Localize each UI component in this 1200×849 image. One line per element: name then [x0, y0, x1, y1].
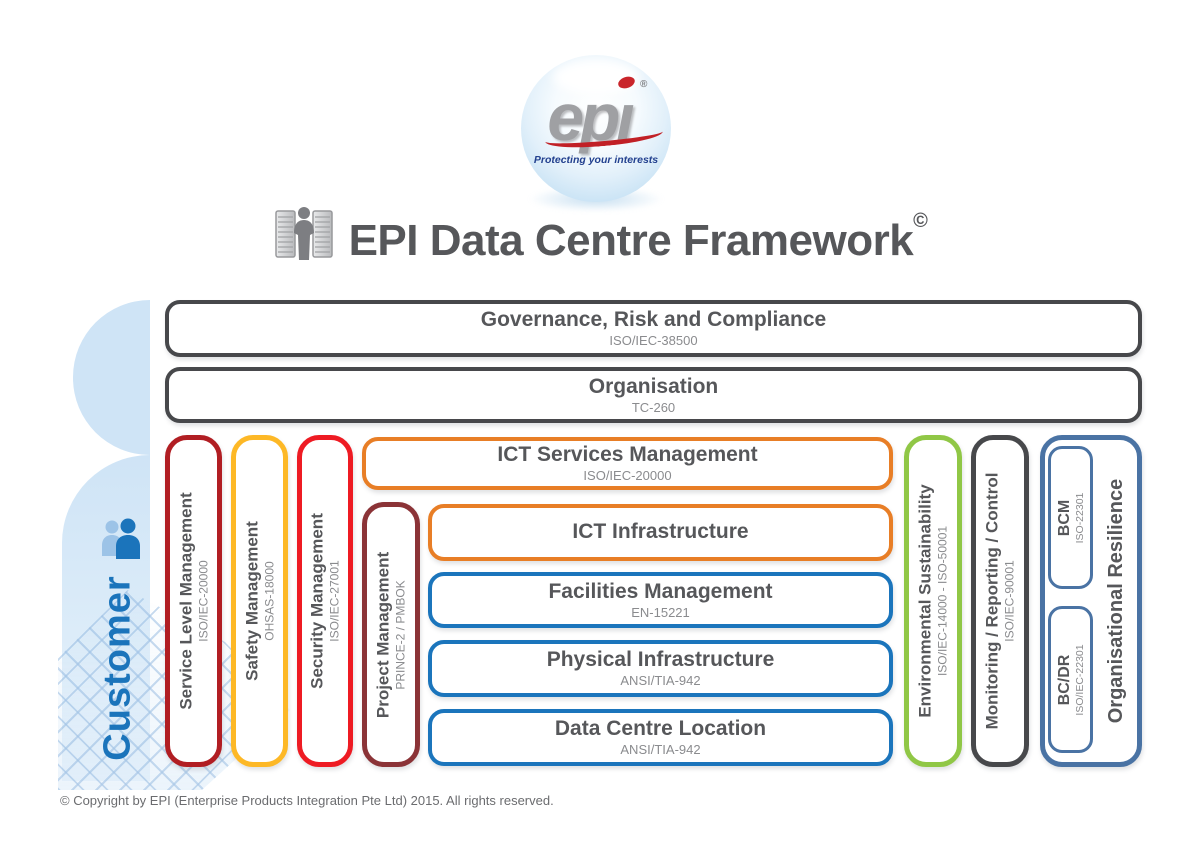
pillar-title: Environmental Sustainability: [915, 484, 935, 718]
pillar-title: Service Level Management: [176, 492, 196, 710]
box-subtitle: TC-260: [631, 399, 676, 415]
vertical-label: Project Management PRINCE-2 / PMBOK: [374, 551, 409, 717]
customer-label: Customer: [96, 575, 139, 761]
box-subtitle: ISO/IEC-38500: [609, 333, 698, 349]
pillar-subtitle: OHSAS-18000: [262, 561, 277, 641]
logo-wordmark: epı: [547, 80, 634, 154]
box-title: Governance, Risk and Compliance: [480, 308, 827, 332]
datacentre-person-icon: [273, 206, 335, 269]
vertical-label: Safety Management OHSAS-18000: [242, 521, 277, 681]
registered-trademark-symbol: ®: [640, 79, 648, 90]
box-bc-dr: BC/DR ISO/IEC-22301: [1048, 606, 1093, 753]
pillar-title: Safety Management: [242, 521, 262, 681]
box-subtitle: ANSI/TIA-942: [620, 673, 701, 689]
decor-half-disc: [73, 300, 150, 455]
box-subtitle: ISO-22301: [1073, 492, 1086, 543]
box-title: BCM: [1055, 499, 1073, 536]
box-organisation: Organisation TC-260: [165, 367, 1142, 423]
pillar-subtitle: PRINCE-2 / PMBOK: [394, 579, 408, 690]
box-subtitle: ISO/IEC-20000: [583, 468, 672, 484]
box-ict-infrastructure: ICT Infrastructure: [428, 504, 893, 561]
pillar-security-management: Security Management ISO/IEC-27001: [297, 435, 353, 767]
pillar-subtitle: ISO/IEC-20000: [196, 560, 211, 642]
pillar-title: Security Management: [307, 513, 327, 689]
box-title: BC/DR: [1055, 654, 1073, 705]
pillar-environmental-sustainability: Environmental Sustainability ISO/IEC-140…: [904, 435, 962, 767]
box-bcm: BCM ISO-22301: [1048, 446, 1093, 589]
epi-logo-sphere: epı ® Protecting your interests: [521, 55, 671, 202]
box-title: ICT Infrastructure: [572, 520, 749, 544]
copyright-symbol: ©: [913, 209, 928, 232]
vertical-label: Monitoring / Reporting / Control ISO/IEC…: [983, 473, 1018, 730]
box-subtitle: EN-15221: [631, 604, 690, 620]
pillar-subtitle: ISO/IEC-14000 - ISO-50001: [936, 525, 950, 677]
box-subtitle: ANSI/TIA-942: [620, 742, 701, 758]
vertical-label: BCM ISO-22301: [1055, 492, 1087, 543]
vertical-label: BC/DR ISO/IEC-22301: [1055, 644, 1087, 715]
pillar-project-management: Project Management PRINCE-2 / PMBOK: [362, 502, 420, 767]
pillar-subtitle: ISO/IEC-27001: [328, 560, 342, 642]
box-title: ICT Services Management: [497, 443, 758, 467]
vertical-label: Environmental Sustainability ISO/IEC-140…: [916, 484, 951, 717]
pillar-subtitle: ISO/IEC-90001: [1003, 560, 1017, 642]
box-ict-services-management: ICT Services Management ISO/IEC-20000: [362, 437, 893, 490]
decor-customer-blob: [62, 455, 150, 781]
box-title: Organisation: [588, 374, 719, 398]
vertical-label: Organisational Resilience: [1104, 479, 1128, 724]
vertical-label: Service Level Management ISO/IEC-20000: [176, 492, 211, 709]
page-title: EPI Data Centre Framework©: [349, 210, 928, 266]
logo-tagline: Protecting your interests: [533, 154, 659, 166]
pillar-safety-management: Safety Management OHSAS-18000: [231, 435, 288, 767]
box-title: Physical Infrastructure: [546, 648, 775, 672]
page-header: EPI Data Centre Framework©: [0, 206, 1200, 269]
box-data-centre-location: Data Centre Location ANSI/TIA-942: [428, 709, 893, 766]
pillar-monitoring-reporting-control: Monitoring / Reporting / Control ISO/IEC…: [971, 435, 1029, 767]
pillar-title: Project Management: [373, 551, 393, 718]
customer-people-icon: [99, 518, 145, 565]
page-title-text: EPI Data Centre Framework: [348, 215, 914, 265]
box-governance-risk-compliance: Governance, Risk and Compliance ISO/IEC-…: [165, 300, 1142, 357]
pillar-service-level-management: Service Level Management ISO/IEC-20000: [165, 435, 222, 767]
pillar-organisational-resilience: BCM ISO-22301 BC/DR ISO/IEC-22301 Organi…: [1040, 435, 1142, 767]
box-title: Data Centre Location: [554, 717, 767, 741]
box-facilities-management: Facilities Management EN-15221: [428, 572, 893, 628]
box-subtitle: ISO/IEC-22301: [1073, 643, 1086, 716]
vertical-label: Security Management ISO/IEC-27001: [308, 513, 343, 689]
box-title: Facilities Management: [548, 579, 773, 603]
pillar-title: Organisational Resilience: [1105, 478, 1127, 724]
pillar-title: Monitoring / Reporting / Control: [982, 472, 1002, 730]
copyright-footer: © Copyright by EPI (Enterprise Products …: [60, 793, 554, 808]
box-physical-infrastructure: Physical Infrastructure ANSI/TIA-942: [428, 640, 893, 697]
